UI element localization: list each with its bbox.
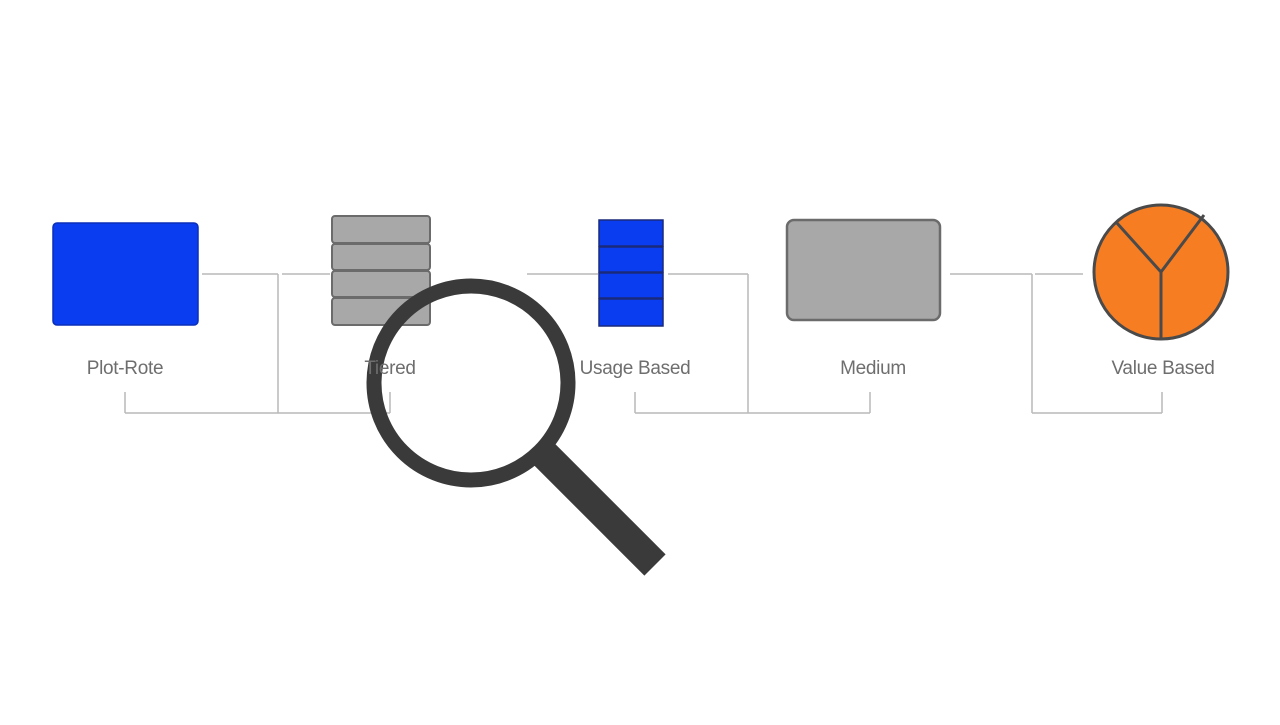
node-label-tiered: Tiered — [364, 358, 416, 379]
node-label-usage-based: Usage Based — [579, 358, 691, 379]
connector-lines — [124, 273, 1163, 414]
node-label-value-based: Value Based — [1111, 358, 1215, 379]
magnifying-glass-icon — [366, 278, 666, 576]
blue-segmented-bar-icon — [598, 219, 664, 327]
orange-pie-icon — [1092, 203, 1230, 341]
blue-rectangle-icon — [52, 222, 199, 326]
node-label-plot-rote: Plot-Rote — [86, 358, 164, 379]
node-label-medium: Medium — [840, 358, 906, 379]
gray-rectangle-icon — [785, 218, 942, 322]
